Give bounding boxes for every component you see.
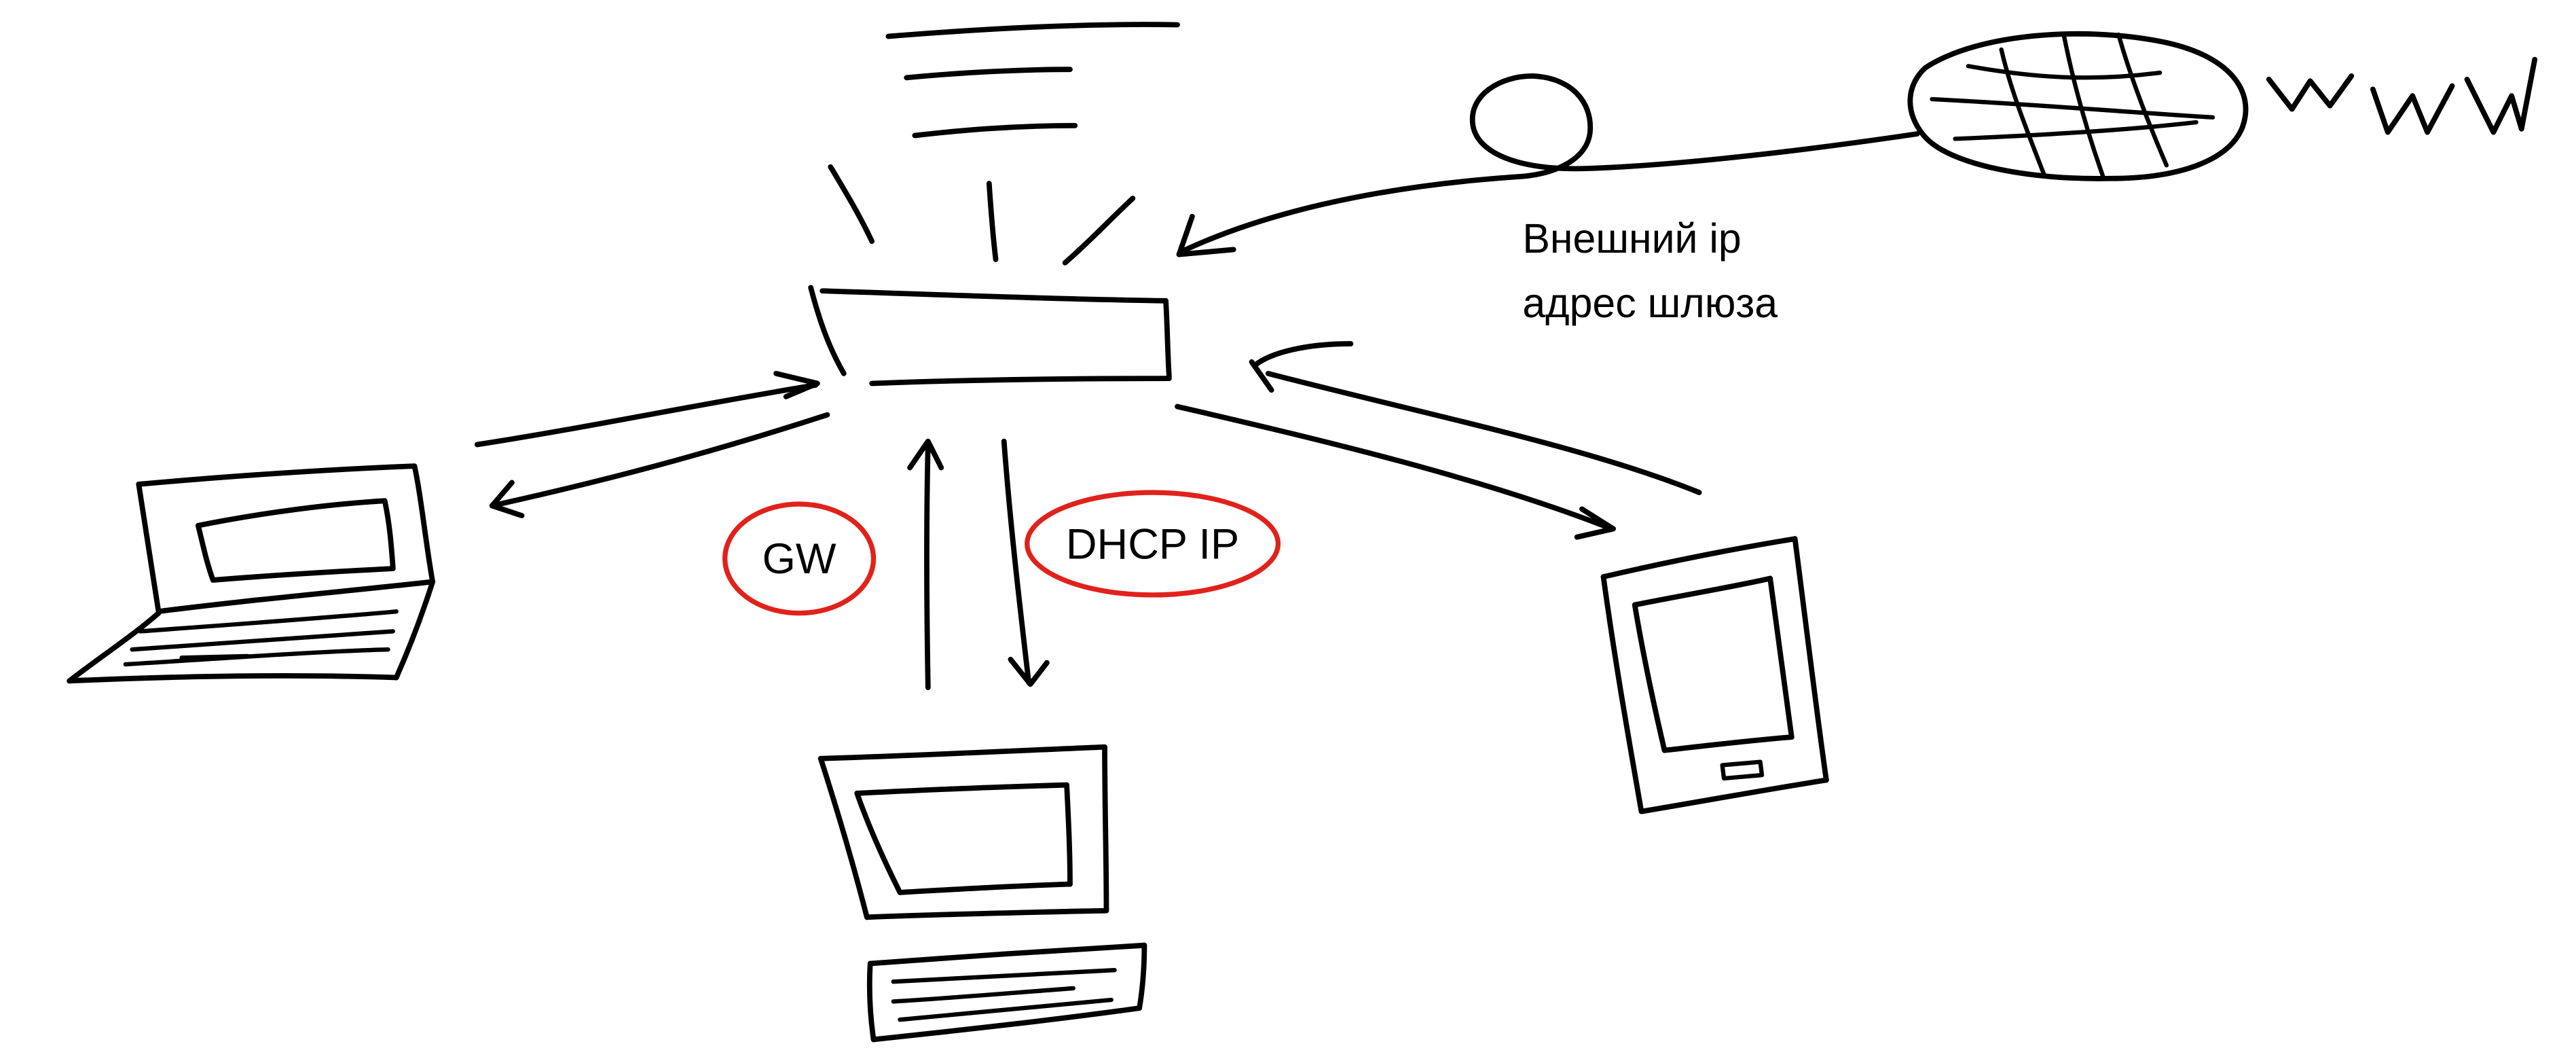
desktop-link-arrows xyxy=(907,438,1050,691)
gw-label-group: GW xyxy=(722,501,877,616)
router-icon xyxy=(808,285,1172,386)
wifi-signal-icon xyxy=(828,22,1180,266)
dhcp-ip-label-group: DHCP IP xyxy=(1025,490,1281,598)
gw-highlight-ring xyxy=(722,501,877,616)
laptop-link-arrows xyxy=(474,370,830,518)
gateway-external-ip-annotation: Внешний ip адрес шлюза xyxy=(1522,215,1778,326)
tablet-icon xyxy=(1600,536,1829,814)
internet-link-arrow xyxy=(1176,73,1920,257)
dhcp-ip-label: DHCP IP xyxy=(1066,520,1239,568)
internet-globe-icon xyxy=(1907,31,2249,181)
laptop-icon xyxy=(67,463,436,684)
gateway-ip-label-line-1: Внешний ip xyxy=(1522,215,1741,262)
gateway-ip-label-line-2: адрес шлюза xyxy=(1522,280,1778,326)
desktop-computer-icon xyxy=(817,744,1147,1043)
gw-label: GW xyxy=(762,535,836,583)
www-scribble xyxy=(2266,56,2538,135)
tablet-link-arrows xyxy=(1175,341,1702,540)
dhcp-ip-highlight-ring xyxy=(1025,490,1281,598)
